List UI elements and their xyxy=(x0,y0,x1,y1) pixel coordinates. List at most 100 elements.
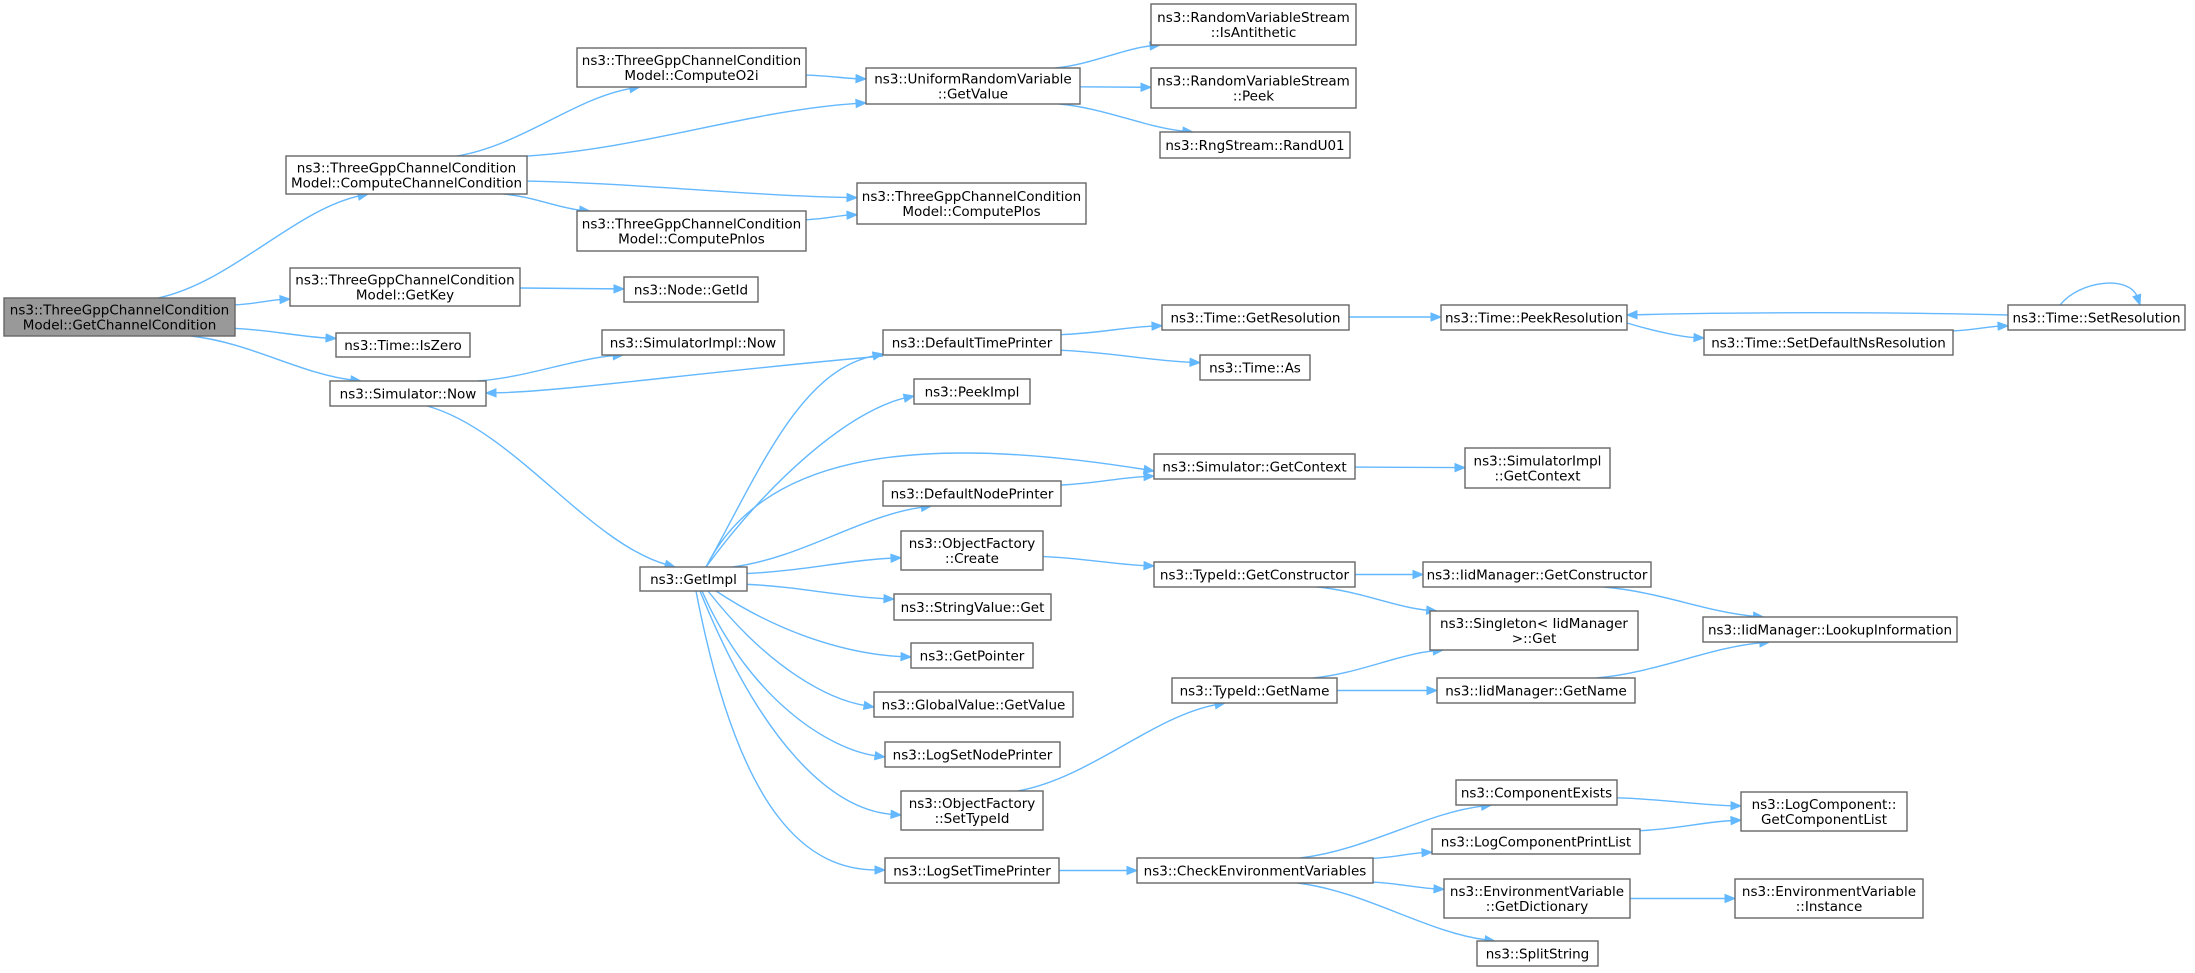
edge-getimpl-to-lstp-arrowhead xyxy=(874,865,887,875)
node-lsnp[interactable]: ns3::LogSetNodePrinter xyxy=(884,741,1061,768)
edge-dtp-to-tgr-arrowhead xyxy=(1151,321,1164,331)
edge-tsr-to-tpr xyxy=(1634,312,2009,316)
node-ofst-box xyxy=(900,790,1044,831)
node-pnlos[interactable]: ns3::ThreeGppChannelConditionModel::Comp… xyxy=(576,210,807,252)
edge-snow-to-simplnow xyxy=(477,354,616,382)
node-o2i[interactable]: ns3::ThreeGppChannelConditionModel::Comp… xyxy=(576,47,807,88)
edge-dnp-to-sgc xyxy=(1060,475,1147,486)
node-dtp-label-line-0: ns3::DefaultTimePrinter xyxy=(892,336,1053,352)
node-peek[interactable]: ns3::RandomVariableStream::Peek xyxy=(1150,67,1357,109)
node-anti[interactable]: ns3::RandomVariableStream::IsAntithetic xyxy=(1150,3,1357,46)
edge-tpr-to-tsdnr xyxy=(1626,322,1697,339)
node-plos[interactable]: ns3::ThreeGppChannelConditionModel::Comp… xyxy=(856,182,1087,225)
node-root[interactable]: ns3::ThreeGppChannelConditionModel::GetC… xyxy=(3,297,236,337)
node-lcgcl-box xyxy=(1740,791,1908,832)
edge-cc-to-urv-arrowhead xyxy=(855,98,868,109)
node-ofst[interactable]: ns3::ObjectFactory::SetTypeId xyxy=(900,790,1044,831)
node-imgn-box xyxy=(1436,677,1636,704)
edge-tpr-to-tsdnr-arrowhead xyxy=(1693,332,1706,343)
node-simplnow-box xyxy=(601,329,785,356)
edge-getimpl-to-sgc-arrowhead xyxy=(1142,464,1156,475)
node-sigc[interactable]: ns3::SimulatorImpl::GetContext xyxy=(1464,447,1611,489)
node-lcgcl-label-line-1: GetComponentList xyxy=(1761,812,1887,828)
edge-lcpl-to-lcgcl xyxy=(1639,819,1734,832)
node-snow[interactable]: ns3::Simulator::Now xyxy=(329,380,487,407)
node-gk-box xyxy=(289,267,521,307)
edge-lcpl-to-lcgcl-arrowhead xyxy=(1730,815,1743,826)
node-ce[interactable]: ns3::ComponentExists xyxy=(1455,779,1618,806)
node-dtp[interactable]: ns3::DefaultTimePrinter xyxy=(882,329,1062,356)
node-plos-label-line-0: ns3::ThreeGppChannelCondition xyxy=(862,189,1081,205)
node-lstp[interactable]: ns3::LogSetTimePrinter xyxy=(884,857,1060,884)
node-gp[interactable]: ns3::GetPointer xyxy=(910,642,1034,669)
node-evi[interactable]: ns3::EnvironmentVariable::Instance xyxy=(1734,878,1924,919)
edge-imgn-to-imli xyxy=(1596,642,1762,679)
edge-tsdnr-to-tsr xyxy=(1952,325,2001,332)
node-svg-label-line-0: ns3::StringValue::Get xyxy=(901,600,1045,616)
node-simplnow-label-line-0: ns3::SimulatorImpl::Now xyxy=(610,336,776,352)
node-dnp[interactable]: ns3::DefaultNodePrinter xyxy=(882,480,1062,507)
node-imgn-label-line-0: ns3::IidManager::GetName xyxy=(1445,684,1627,700)
node-ss[interactable]: ns3::SplitString xyxy=(1476,940,1599,967)
node-urv[interactable]: ns3::UniformRandomVariable::GetValue xyxy=(865,67,1081,105)
node-imgc[interactable]: ns3::IidManager::GetConstructor xyxy=(1422,561,1652,588)
node-o2i-label-line-1: Model::ComputeO2i xyxy=(624,68,758,84)
node-dnp-label-line-0: ns3::DefaultNodePrinter xyxy=(891,487,1054,503)
node-evgd-label-line-0: ns3::EnvironmentVariable xyxy=(1450,884,1624,900)
edge-cc-to-plos xyxy=(526,180,850,199)
node-sigc-label-line-1: ::GetContext xyxy=(1494,469,1580,485)
node-ofc[interactable]: ns3::ObjectFactory::Create xyxy=(900,530,1044,571)
node-tpr[interactable]: ns3::Time::PeekResolution xyxy=(1440,304,1628,331)
node-ofc-label-line-1: ::Create xyxy=(945,551,999,567)
node-lsnp-box xyxy=(884,741,1061,768)
edge-root-to-cc xyxy=(157,194,361,299)
node-tgr[interactable]: ns3::Time::GetResolution xyxy=(1161,304,1350,331)
node-tas-label-line-0: ns3::Time::As xyxy=(1209,361,1301,377)
node-getimpl-box xyxy=(639,566,748,592)
node-cc[interactable]: ns3::ThreeGppChannelConditionModel::Comp… xyxy=(285,155,528,195)
node-iz[interactable]: ns3::Time::IsZero xyxy=(335,332,471,358)
node-peek-label-line-0: ns3::RandomVariableStream xyxy=(1157,74,1350,90)
node-rand-label-line-0: ns3::RngStream::RandU01 xyxy=(1165,138,1344,154)
node-lcpl[interactable]: ns3::LogComponentPrintList xyxy=(1431,828,1641,855)
node-lcgcl-label-line-0: ns3::LogComponent:: xyxy=(1752,797,1897,813)
node-lcgcl[interactable]: ns3::LogComponent::GetComponentList xyxy=(1740,791,1908,832)
node-simplnow[interactable]: ns3::SimulatorImpl::Now xyxy=(601,329,785,356)
edge-getimpl-to-peekimpl-arrowhead xyxy=(902,393,916,403)
edge-tsr-to-tsr-arrowhead xyxy=(2132,293,2142,307)
node-tsr[interactable]: ns3::Time::SetResolution xyxy=(2007,304,2186,331)
edge-root-to-gk xyxy=(234,298,283,306)
node-nodeid[interactable]: ns3::Node::GetId xyxy=(623,276,759,303)
node-cev[interactable]: ns3::CheckEnvironmentVariables xyxy=(1136,857,1374,884)
node-nodeid-box xyxy=(623,276,759,303)
node-peekimpl[interactable]: ns3::PeekImpl xyxy=(913,378,1031,405)
edge-gk-to-nodeid xyxy=(519,287,617,290)
node-imli-label-line-0: ns3::IidManager::LookupInformation xyxy=(1708,623,1952,639)
node-tgn[interactable]: ns3::TypeId::GetName xyxy=(1171,677,1338,704)
node-gvg[interactable]: ns3::GlobalValue::GetValue xyxy=(873,691,1074,718)
node-imgn[interactable]: ns3::IidManager::GetName xyxy=(1436,677,1636,704)
edge-o2i-to-urv xyxy=(805,74,859,80)
node-sgc[interactable]: ns3::Simulator::GetContext xyxy=(1153,453,1356,480)
node-tgc[interactable]: ns3::TypeId::GetConstructor xyxy=(1153,561,1356,588)
node-tsdnr[interactable]: ns3::Time::SetDefaultNsResolution xyxy=(1703,329,1954,356)
node-imli[interactable]: ns3::IidManager::LookupInformation xyxy=(1702,616,1958,643)
node-ofc-box xyxy=(900,530,1044,571)
node-gp-label-line-0: ns3::GetPointer xyxy=(920,649,1025,665)
node-tsdnr-box xyxy=(1703,329,1954,356)
node-gk[interactable]: ns3::ThreeGppChannelConditionModel::GetK… xyxy=(289,267,521,307)
node-sing[interactable]: ns3::Singleton< IidManager>::Get xyxy=(1429,610,1639,651)
node-lcpl-box xyxy=(1431,828,1641,855)
edge-dnp-to-sgc-arrowhead xyxy=(1143,471,1156,482)
node-tas[interactable]: ns3::Time::As xyxy=(1199,354,1311,381)
edge-lstp-to-cev-arrowhead xyxy=(1126,865,1139,876)
node-evgd[interactable]: ns3::EnvironmentVariable::GetDictionary xyxy=(1443,878,1631,919)
node-svg[interactable]: ns3::StringValue::Get xyxy=(893,593,1052,621)
edge-getimpl-to-gvg xyxy=(707,590,867,707)
edge-dtp-to-snow xyxy=(493,355,884,394)
node-rand[interactable]: ns3::RngStream::RandU01 xyxy=(1159,131,1351,159)
node-iz-label-line-0: ns3::Time::IsZero xyxy=(344,338,462,354)
edge-getimpl-to-lstp xyxy=(695,590,878,871)
node-root-label-line-0: ns3::ThreeGppChannelCondition xyxy=(10,303,229,319)
node-getimpl[interactable]: ns3::GetImpl xyxy=(639,566,748,592)
